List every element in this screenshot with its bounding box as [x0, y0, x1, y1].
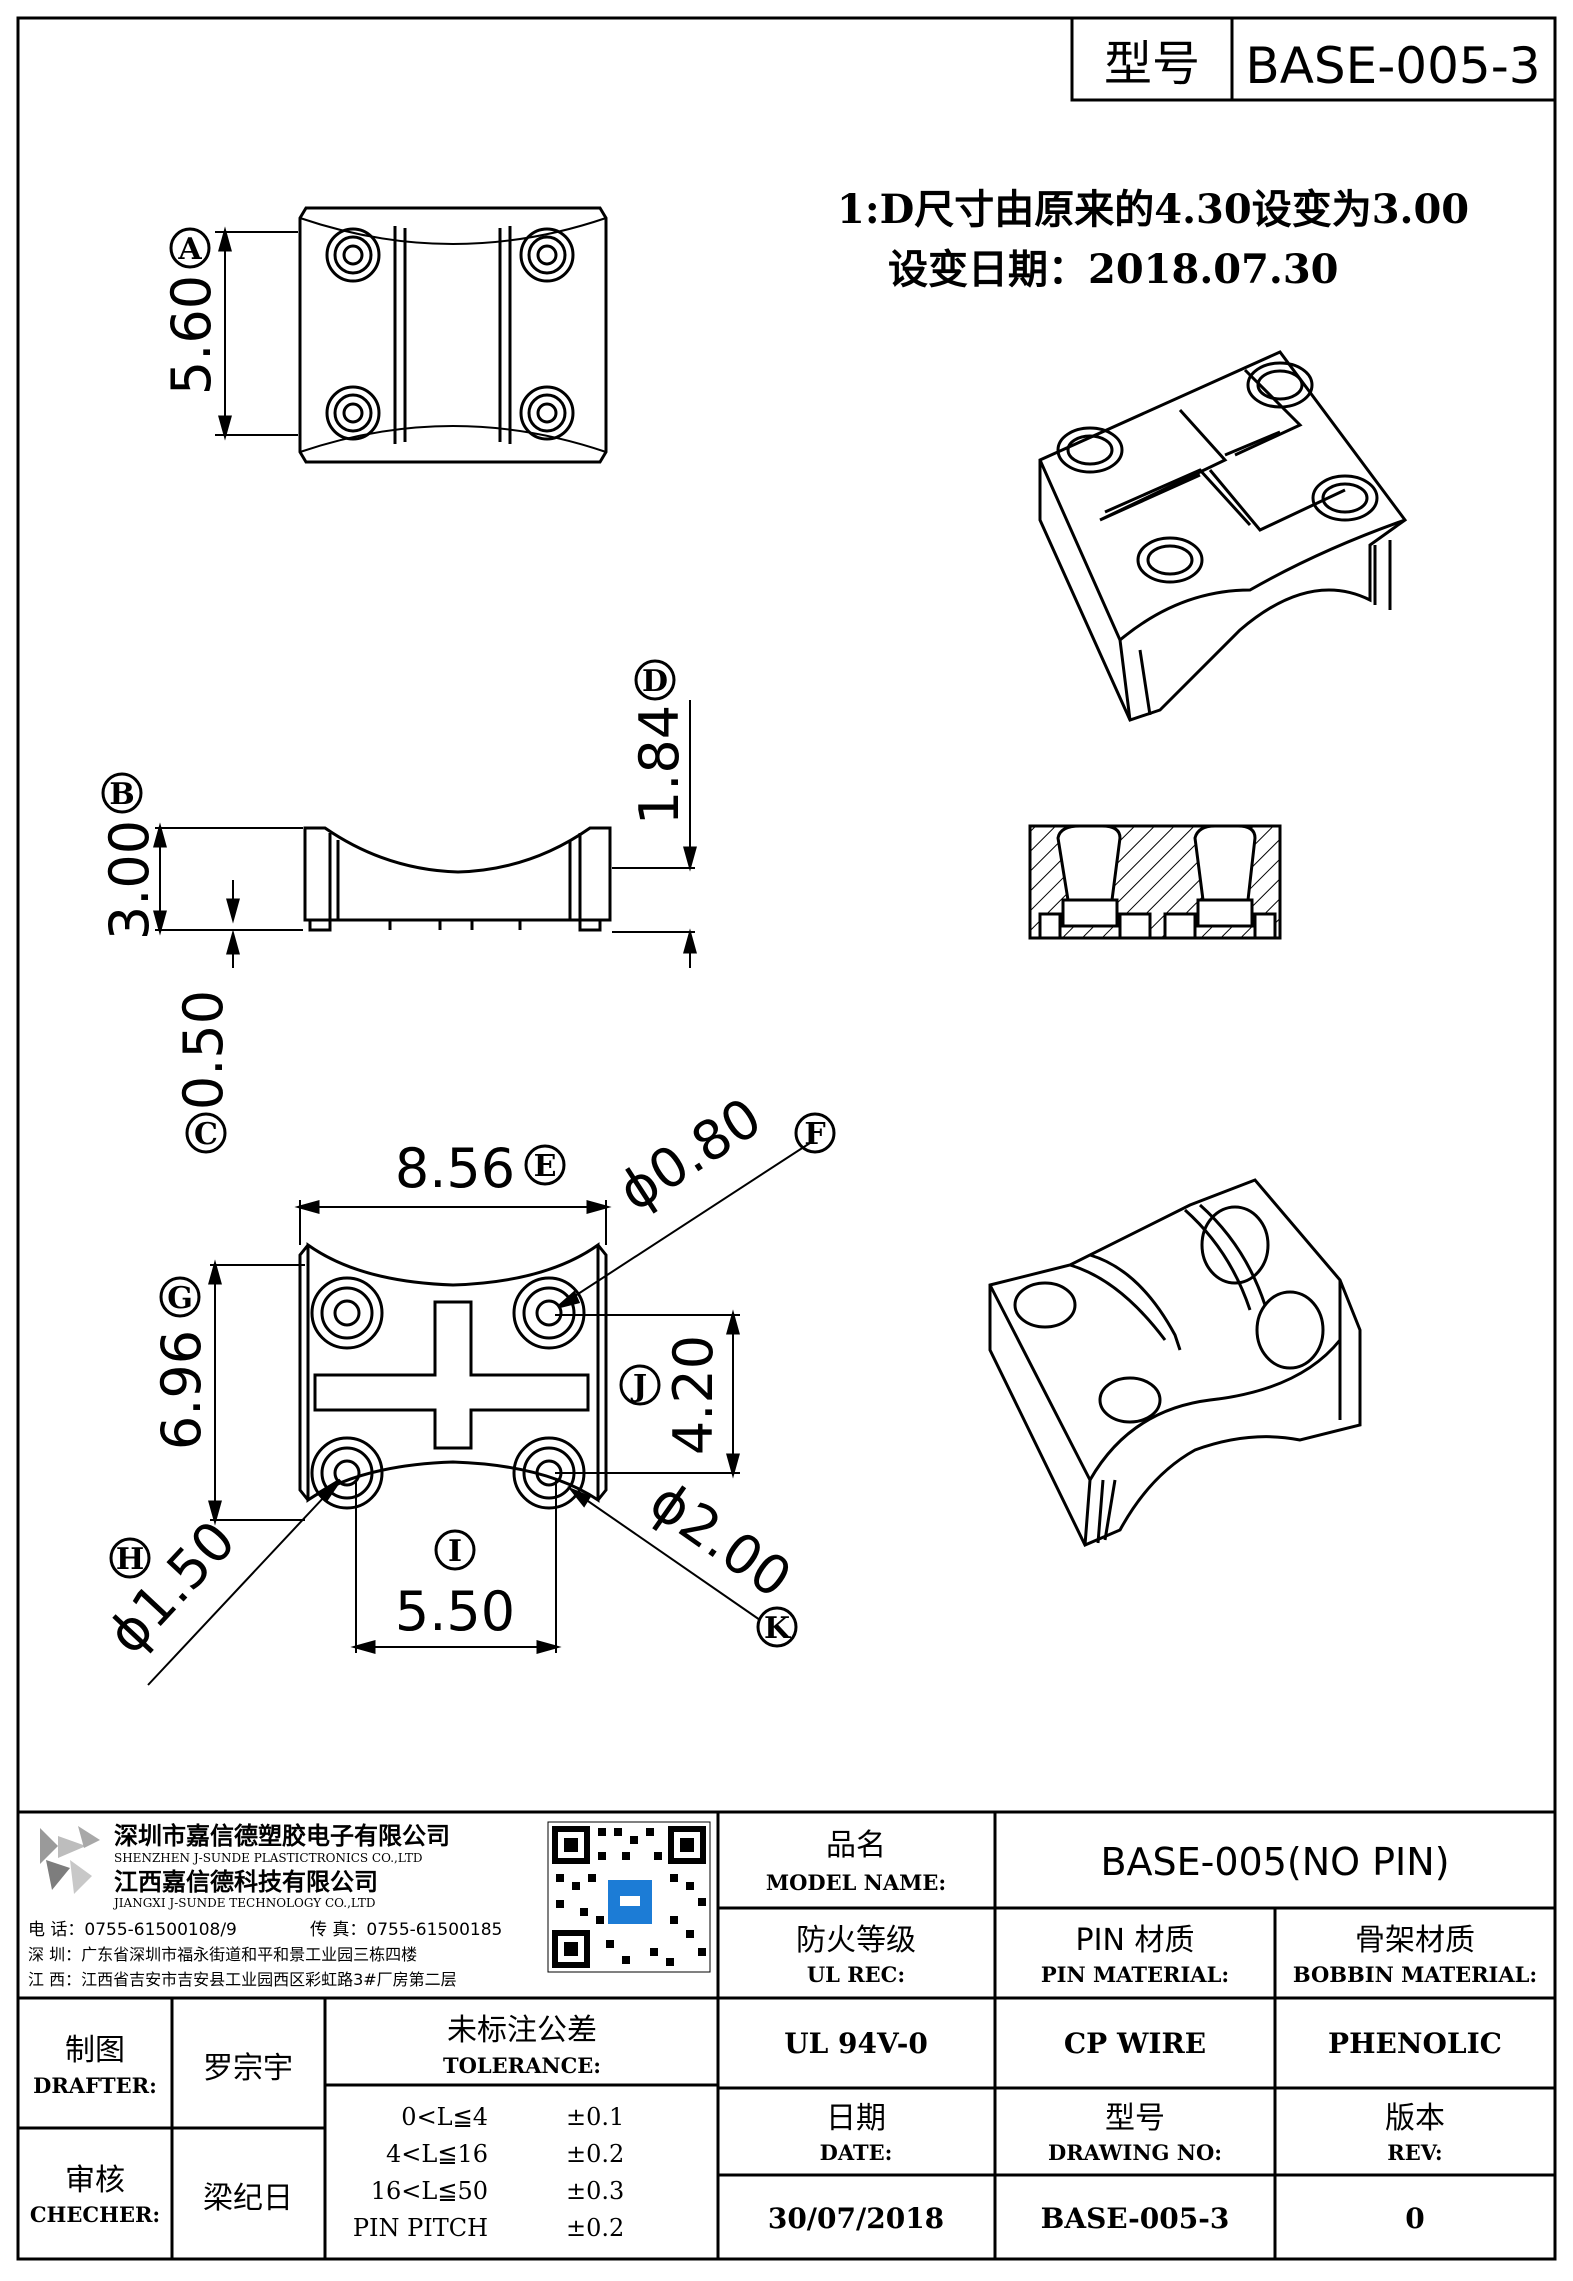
svg-text:I: I — [448, 1534, 462, 1569]
drawing-no-value: BASE-005-3 — [1041, 2202, 1230, 2235]
drawing-no-cn: 型号 — [1105, 2101, 1165, 2136]
dim-k-value: ϕ2.00 — [639, 1469, 803, 1610]
drafter-en: DRAFTER: — [33, 2073, 157, 2098]
model-name-cn: 品名 — [826, 1828, 886, 1863]
ul-rec-value: UL 94V-0 — [784, 2027, 928, 2060]
bottom-view — [147, 1142, 811, 1686]
dim-c-value: 0.50 — [172, 990, 235, 1110]
company-name-cn-2: 江西嘉信德科技有限公司 — [114, 1868, 378, 1896]
rev-en: REV: — [1387, 2140, 1442, 2165]
checker-name: 梁纪日 — [203, 2181, 293, 2216]
dim-f-marker: F — [794, 1112, 836, 1154]
date-en: DATE: — [820, 2140, 893, 2165]
dim-i-marker: I — [434, 1529, 476, 1571]
isometric-view-bottom — [988, 1178, 1362, 1547]
dim-j-marker: J — [619, 1364, 661, 1406]
bobbin-material-cn: 骨架材质 — [1355, 1923, 1475, 1958]
dim-h-marker: H — [109, 1537, 151, 1579]
dim-f-value: ϕ0.80 — [607, 1086, 772, 1224]
section-view — [1028, 824, 1282, 940]
dim-j-value: 4.20 — [662, 1335, 725, 1455]
dim-a-value: 5.60 — [160, 275, 223, 395]
revision-note-line2: 设变日期：2018.07.30 — [888, 246, 1339, 293]
company-address-jx: 江 西：江西省吉安市吉安县工业园西区彩虹路3#厂房第二层 — [28, 1970, 457, 1989]
qr-code — [547, 1821, 711, 1973]
pin-material-cn: PIN 材质 — [1076, 1923, 1195, 1958]
company-logo — [40, 1826, 100, 1894]
svg-text:K: K — [764, 1611, 791, 1646]
dim-h-value: ϕ1.50 — [95, 1509, 247, 1666]
dim-b-value: 3.00 — [98, 820, 161, 940]
ul-rec-cn: 防火等级 — [796, 1923, 916, 1958]
tolerance-en: TOLERANCE: — [443, 2053, 601, 2078]
svg-text:E: E — [534, 1149, 557, 1184]
bottom-view-holes — [310, 1276, 586, 1510]
checker-cn: 审核 — [65, 2163, 125, 2198]
rev-value: 0 — [1405, 2202, 1424, 2235]
checker-en: CHECHER: — [30, 2202, 160, 2227]
svg-text:H: H — [116, 1542, 144, 1577]
svg-text:B: B — [109, 777, 134, 812]
tolerance-range: 0<L≦4 — [401, 2103, 488, 2131]
dim-d-marker: D — [634, 659, 676, 701]
title-block-grid — [18, 1810, 1555, 2259]
dim-g-value: 6.96 — [150, 1330, 213, 1450]
tolerance-value: ±0.1 — [566, 2103, 624, 2131]
tolerance-value: ±0.2 — [566, 2214, 624, 2242]
svg-text:J: J — [630, 1369, 647, 1404]
header-model-label: 型号 — [1104, 36, 1200, 92]
svg-text:C: C — [194, 1117, 218, 1152]
date-value: 30/07/2018 — [768, 2202, 944, 2235]
isometric-view-top — [1038, 350, 1408, 722]
drafter-cn: 制图 — [65, 2033, 125, 2068]
tolerance-cn: 未标注公差 — [447, 2013, 597, 2048]
tolerance-table: 0<L≦4 ±0.1 4<L≦16 ±0.2 16<L≦50 ±0.3 PIN … — [353, 2103, 624, 2242]
company-address-sz: 深 圳：广东省深圳市福永街道和平和景工业园三栋四楼 — [28, 1945, 417, 1964]
tolerance-value: ±0.2 — [566, 2140, 624, 2168]
date-cn: 日期 — [826, 2101, 886, 2136]
drafter-name: 罗宗宇 — [203, 2051, 293, 2086]
header-box: 型号 BASE-005-3 — [1070, 16, 1557, 102]
dim-i-value: 5.50 — [395, 1580, 515, 1643]
ul-rec-en: UL REC: — [807, 1962, 905, 1987]
company-fax: 传 真：0755-61500185 — [310, 1920, 502, 1940]
company-phone: 电 话：0755-61500108/9 — [28, 1920, 237, 1940]
model-name-en: MODEL NAME: — [766, 1870, 946, 1895]
dim-c-marker: C — [185, 1112, 227, 1154]
company-name-cn-1: 深圳市嘉信德塑胶电子有限公司 — [114, 1822, 450, 1850]
rev-cn: 版本 — [1385, 2101, 1445, 2136]
svg-text:G: G — [167, 1281, 193, 1316]
svg-text:A: A — [177, 232, 202, 267]
dim-k-marker: K — [756, 1606, 798, 1648]
dim-g-marker: G — [159, 1276, 201, 1318]
tolerance-range: 4<L≦16 — [386, 2140, 488, 2168]
dim-d-value: 1.84 — [628, 705, 691, 825]
top-view-holes — [325, 227, 575, 441]
iso1-holes — [1056, 361, 1379, 584]
bobbin-material-value: PHENOLIC — [1328, 2027, 1502, 2060]
revision-note-line1: 1:D尺寸由原来的4.30设变为3.00 — [837, 186, 1469, 233]
svg-text:F: F — [804, 1117, 825, 1152]
header-model-value: BASE-005-3 — [1245, 37, 1540, 95]
bobbin-material-en: BOBBIN MATERIAL: — [1293, 1962, 1537, 1987]
iso2-holes — [1013, 1205, 1325, 1424]
company-name-en-1: SHENZHEN J-SUNDE PLASTICTRONICS CO.,LTD — [114, 1851, 422, 1865]
dim-b-marker: B — [101, 772, 143, 814]
dim-a-marker: A — [169, 227, 211, 269]
tolerance-range: 16<L≦50 — [371, 2177, 488, 2205]
company-name-en-2: JIANGXI J-SUNDE TECHNOLOGY CO.,LTD — [112, 1896, 376, 1910]
side-view — [153, 700, 697, 968]
pin-material-en: PIN MATERIAL: — [1041, 1962, 1229, 1987]
dim-e-marker: E — [524, 1144, 566, 1186]
top-view — [215, 206, 608, 464]
drawing-no-en: DRAWING NO: — [1048, 2140, 1222, 2165]
tolerance-value: ±0.3 — [566, 2177, 624, 2205]
tolerance-range: PIN PITCH — [353, 2214, 488, 2242]
model-name-value: BASE-005(NO PIN) — [1100, 1840, 1449, 1884]
pin-material-value: CP WIRE — [1064, 2027, 1206, 2060]
svg-text:D: D — [642, 664, 668, 699]
dim-e-value: 8.56 — [395, 1137, 515, 1200]
sheet-border — [16, 16, 1557, 2261]
